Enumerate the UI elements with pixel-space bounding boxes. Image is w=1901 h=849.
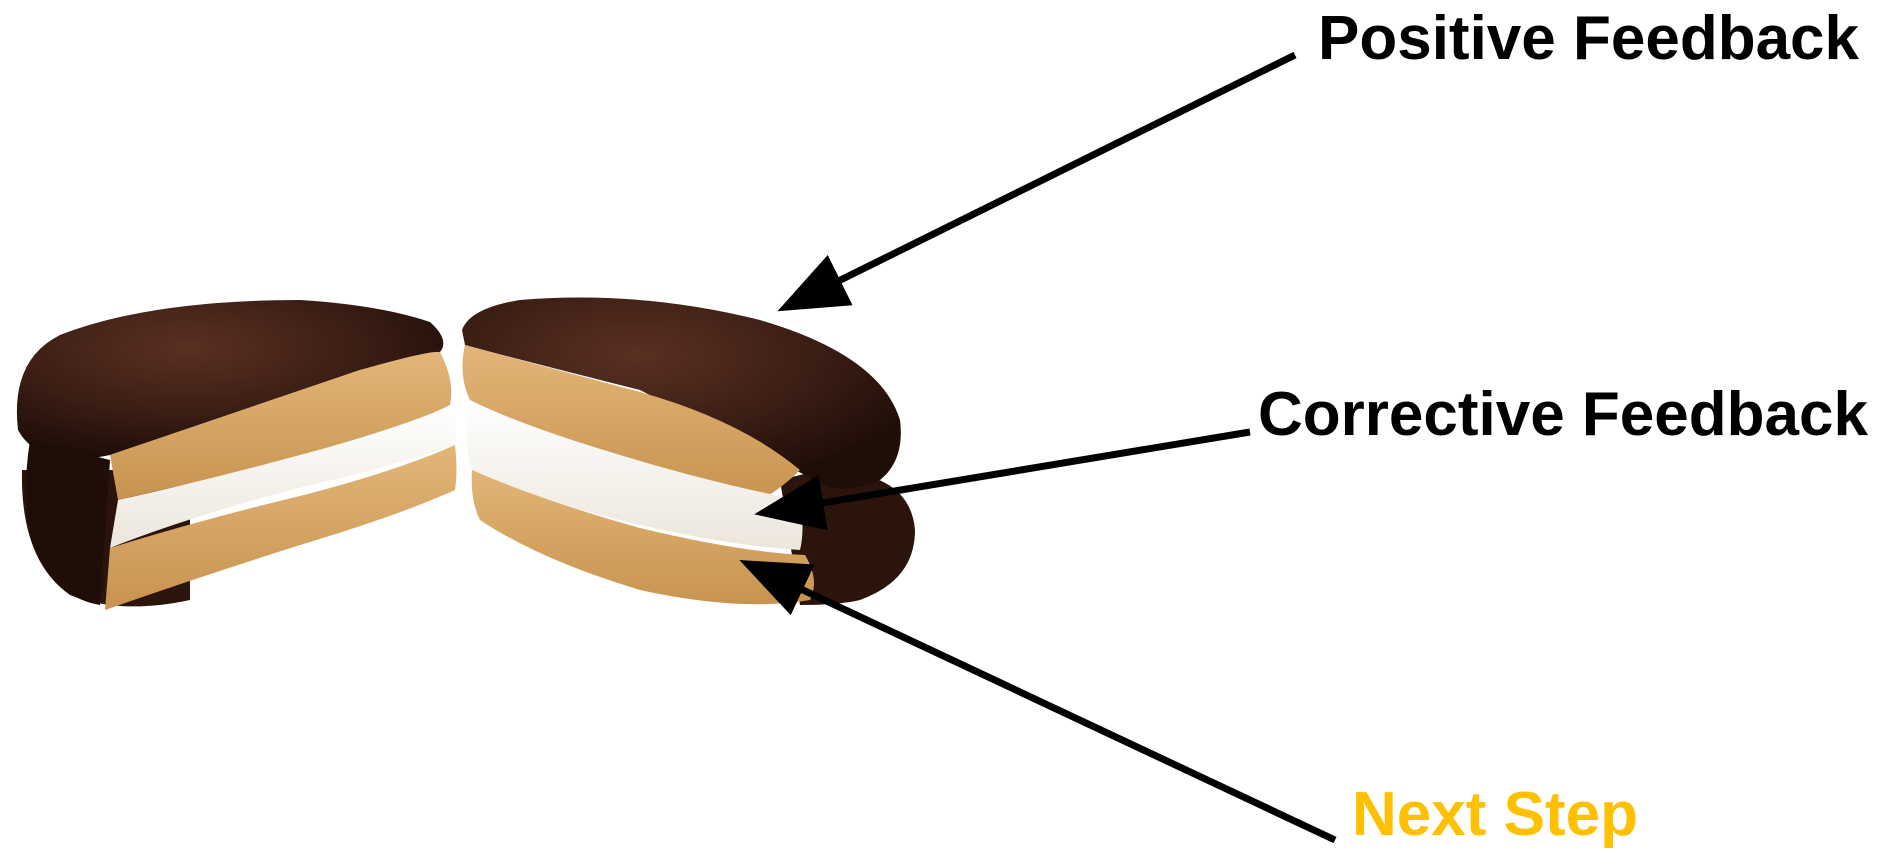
next-step-arrow	[739, 560, 1337, 844]
left-pie-half	[16, 300, 457, 610]
positive-feedback-label: Positive Feedback	[1318, 4, 1860, 73]
right-pie-half	[462, 297, 915, 605]
next-step-label: Next Step	[1352, 780, 1638, 849]
corrective-feedback-arrow	[754, 428, 1251, 531]
corrective-feedback-label: Corrective Feedback	[1258, 380, 1868, 449]
moon-pie-image	[16, 297, 915, 610]
positive-feedback-arrow	[777, 51, 1297, 312]
